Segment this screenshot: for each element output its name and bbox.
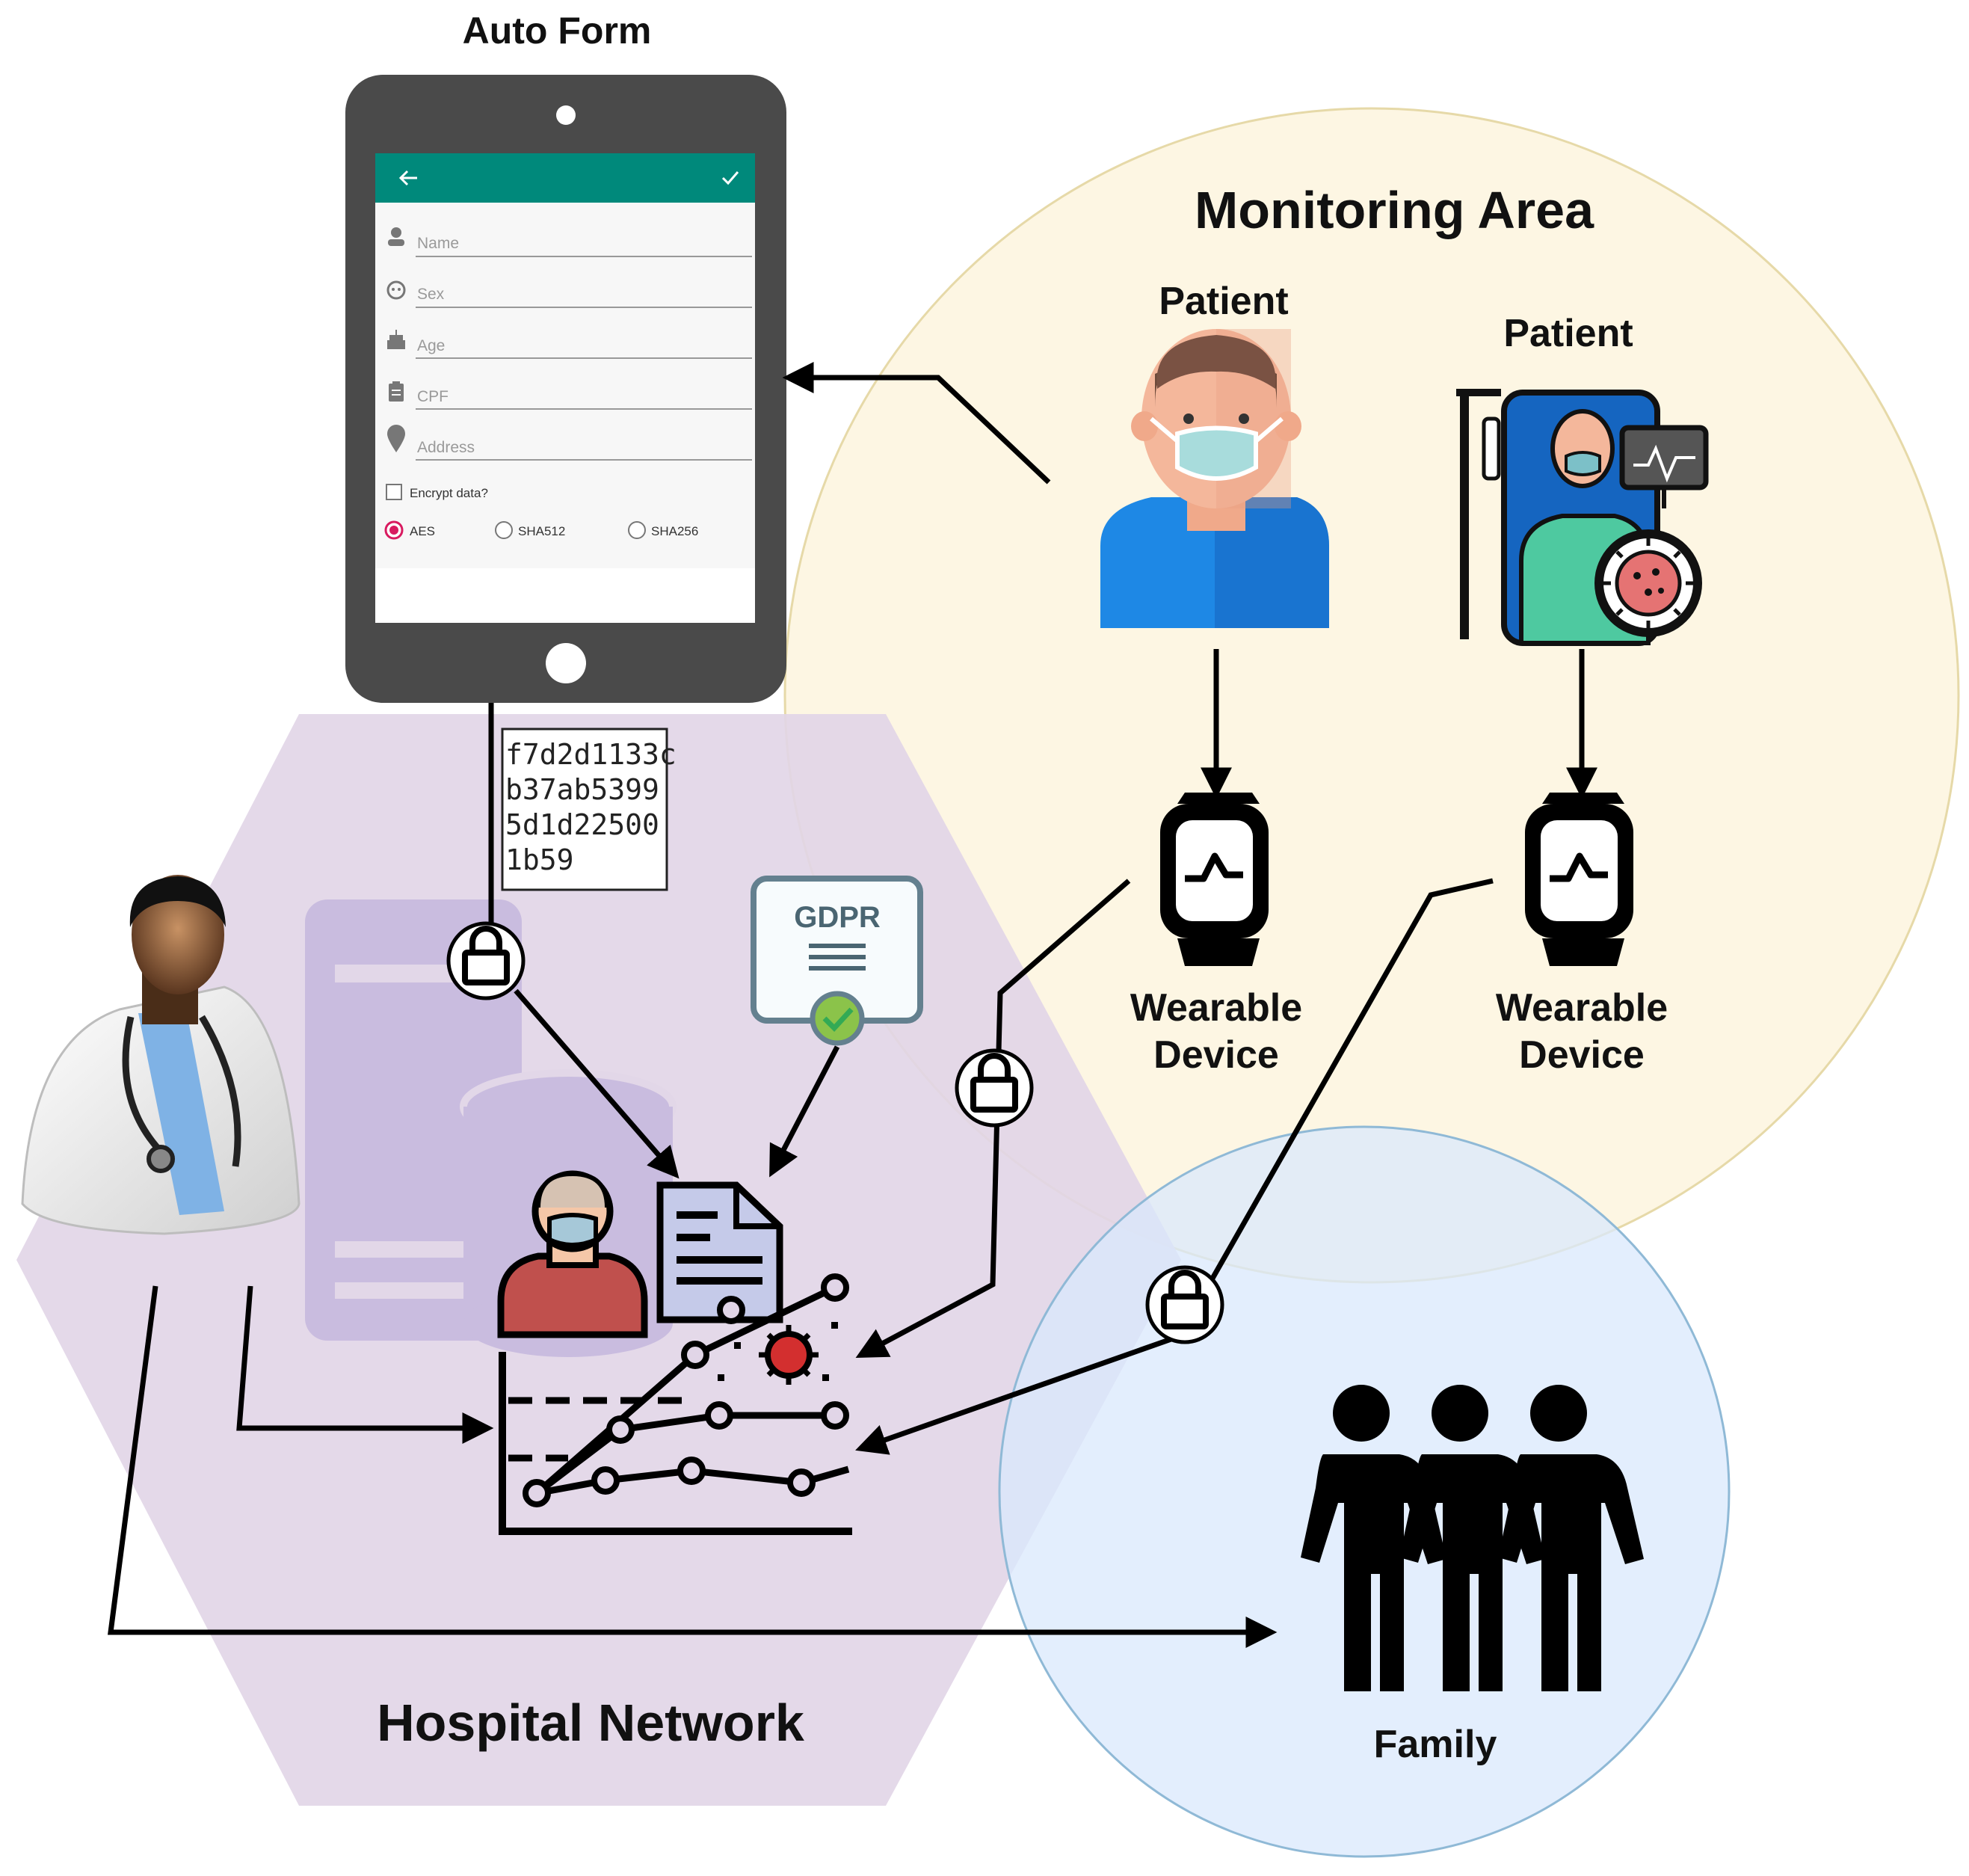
lock-icon-watch-2: [1145, 1265, 1224, 1344]
gdpr-certificate-icon: GDPR: [751, 876, 923, 1046]
radio-sha512[interactable]: SHA512: [495, 521, 565, 539]
tablet: Name Sex Age CPF: [345, 75, 786, 703]
cpf-placeholder: CPF: [417, 388, 449, 405]
wearable-1-label-line1: Wearable: [1130, 986, 1302, 1030]
name-placeholder: Name: [417, 235, 459, 252]
location-pin-icon: [387, 425, 405, 452]
masked-patient-icon: [1100, 329, 1329, 628]
smartwatch-icon-1: [1160, 793, 1269, 966]
arrow-watch1-to-records: [855, 879, 1131, 1358]
form-toolbar: [375, 153, 755, 203]
form-field-address[interactable]: Address: [387, 425, 752, 461]
confirm-check-icon[interactable]: [721, 171, 739, 185]
arrow-doctor-to-records: [236, 1285, 494, 1444]
face-icon: [386, 280, 406, 300]
hash-line-4: 1b59: [505, 843, 574, 876]
radio-aes-label: AES: [410, 524, 435, 538]
tablet-home-button[interactable]: [546, 643, 586, 683]
back-arrow-icon[interactable]: [398, 170, 417, 186]
family-label: Family: [1374, 1723, 1497, 1766]
clipboard-icon: [389, 381, 404, 402]
wearable-2-label-line2: Device: [1519, 1033, 1645, 1077]
form-field-cpf[interactable]: CPF: [389, 381, 752, 410]
monitoring-area-title: Monitoring Area: [1195, 181, 1594, 239]
tablet-camera: [556, 105, 576, 125]
wearable-1-label-line2: Device: [1153, 1033, 1279, 1077]
encrypt-data-label: Encrypt data?: [410, 486, 488, 500]
arrow-watch2-to-records: [855, 878, 1494, 1455]
lock-icon-form: [446, 921, 526, 1000]
person-icon: [388, 227, 404, 246]
sex-placeholder: Sex: [417, 286, 445, 303]
doctor-icon: [21, 875, 301, 1235]
cake-icon: [387, 330, 405, 349]
radio-sha256-label: SHA256: [651, 524, 698, 538]
patient-record-analytics-icon: [497, 1170, 852, 1535]
wearable-2-label-line1: Wearable: [1496, 986, 1668, 1030]
hash-line-3: 5d1d22500: [505, 808, 659, 841]
gdpr-label: GDPR: [794, 901, 881, 934]
smartwatch-icon-2: [1525, 793, 1633, 966]
radio-aes[interactable]: AES: [384, 520, 435, 540]
form-field-sex[interactable]: Sex: [386, 280, 752, 308]
arrow-patient-to-form: [782, 362, 1051, 485]
patient-2-label: Patient: [1503, 312, 1633, 355]
address-placeholder: Address: [417, 439, 475, 456]
encrypted-hash-box: f7d2d1133c b37ab5399 5d1d22500 1b59: [501, 728, 677, 891]
age-placeholder: Age: [417, 337, 445, 354]
arrow-lock-to-records: [514, 988, 680, 1179]
encrypt-data-checkbox[interactable]: Encrypt data?: [386, 484, 488, 500]
auto-form-title: Auto Form: [463, 10, 652, 52]
radio-sha256[interactable]: SHA256: [628, 521, 698, 539]
form-field-name[interactable]: Name: [388, 227, 752, 257]
radio-sha512-label: SHA512: [518, 524, 565, 538]
hospitalized-patient-icon: [1456, 389, 1709, 646]
hash-line-2: b37ab5399: [505, 773, 659, 806]
hash-line-1: f7d2d1133c: [505, 738, 677, 771]
arrow-gdpr-to-records: [769, 1045, 840, 1178]
patient-1-label: Patient: [1159, 280, 1288, 323]
lock-icon-watch-1: [955, 1048, 1034, 1128]
family-group-icon: [1301, 1385, 1644, 1691]
arrow-doctor-to-family: [108, 1285, 1278, 1648]
form-field-age[interactable]: Age: [387, 330, 752, 359]
hospital-network-label: Hospital Network: [377, 1694, 804, 1752]
